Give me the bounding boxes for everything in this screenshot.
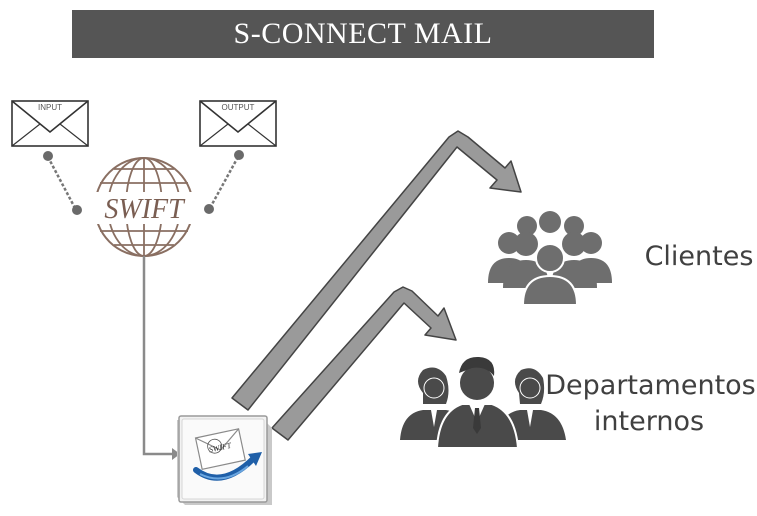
input-envelope-icon: INPUT [11,100,89,147]
page-title: S-CONNECT MAIL [72,10,654,58]
arrow-to-clientes [231,130,522,411]
input-connector [43,151,82,215]
arrow-to-departamentos [271,286,457,441]
departamentos-label-line1: Departamentos [545,370,756,401]
clientes-group-icon [488,211,612,306]
input-envelope-label: INPUT [38,103,62,112]
swift-logo-text: SWIFT [104,194,186,225]
departamentos-label-line2: internos [593,406,705,437]
swift-to-app-connector [142,256,180,460]
swift-globe-icon: SWIFT [93,157,195,257]
output-envelope-icon: OUTPUT [199,100,277,147]
output-connector [204,150,244,214]
clientes-label: Clientes [644,241,754,272]
business-people-icon [400,356,566,449]
app-mail-icon: SWIFT [177,415,272,505]
output-envelope-label: OUTPUT [222,103,255,112]
